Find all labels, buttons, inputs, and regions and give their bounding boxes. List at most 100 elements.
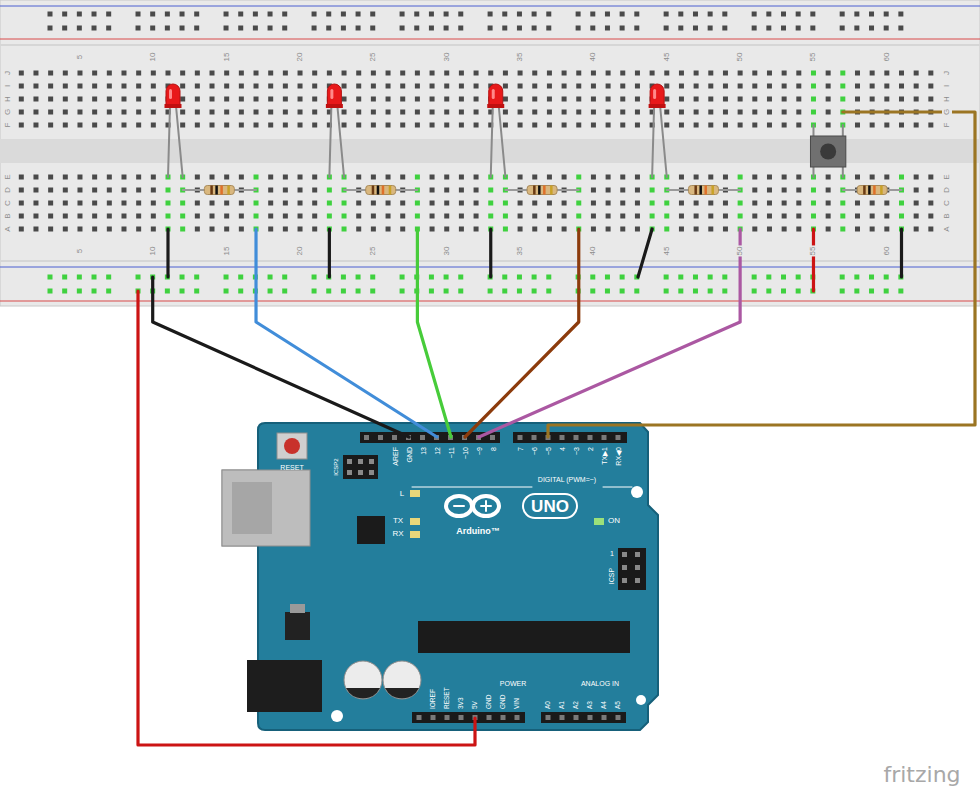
breadboard-hole	[782, 97, 787, 102]
breadboard-hole	[928, 84, 933, 89]
column-number: 45	[662, 52, 672, 63]
breadboard-hole	[312, 214, 317, 219]
breadboard-hole	[298, 188, 303, 193]
breadboard-hole	[400, 123, 405, 128]
breadboard-hole	[268, 12, 273, 17]
push-button-cap	[820, 144, 836, 160]
breadboard-hole	[518, 71, 523, 76]
breadboard-hole	[107, 97, 112, 102]
breadboard-hole	[782, 175, 787, 180]
breadboard-hole	[854, 289, 859, 294]
breadboard-hole	[884, 71, 889, 76]
breadboard-hole	[48, 97, 53, 102]
breadboard-hole	[635, 84, 640, 89]
breadboard-hole	[766, 275, 771, 280]
breadboard-hole	[723, 175, 728, 180]
breadboard-hole	[928, 214, 933, 219]
breadboard-hole	[664, 275, 669, 280]
breadboard-hole	[180, 227, 185, 232]
breadboard-hole	[899, 175, 904, 180]
pin-name: 2	[587, 447, 594, 451]
pin-name: 12	[434, 447, 441, 455]
breadboard-hole	[635, 201, 640, 206]
breadboard-hole	[576, 12, 581, 17]
breadboard-hole	[400, 110, 405, 115]
breadboard-hole	[415, 175, 420, 180]
breadboard-hole	[517, 289, 522, 294]
breadboard-hole	[884, 175, 889, 180]
breadboard-hole	[796, 12, 801, 17]
breadboard-hole	[268, 84, 273, 89]
breadboard-hole	[488, 201, 493, 206]
breadboard-hole	[796, 201, 801, 206]
breadboard-hole	[752, 12, 757, 17]
breadboard-hole	[33, 71, 38, 76]
breadboard-hole	[635, 175, 640, 180]
resistor-symbol	[527, 186, 557, 195]
breadboard-hole	[180, 84, 185, 89]
breadboard-hole	[635, 123, 640, 128]
breadboard-hole	[606, 71, 611, 76]
column-number: 30	[442, 52, 452, 63]
breadboard-hole	[136, 214, 141, 219]
breadboard-hole	[415, 201, 420, 206]
breadboard-hole	[782, 123, 787, 128]
pin-name: ~5	[545, 447, 552, 455]
breadboard-hole	[298, 110, 303, 115]
breadboard-hole	[77, 188, 82, 193]
breadboard-hole	[239, 201, 244, 206]
header-pin	[369, 470, 374, 475]
breadboard-hole	[620, 26, 625, 31]
breadboard-hole	[282, 26, 287, 31]
breadboard-hole	[620, 201, 625, 206]
breadboard-hole	[708, 214, 713, 219]
breadboard-hole	[48, 214, 53, 219]
breadboard-hole	[254, 71, 259, 76]
breadboard-hole	[136, 110, 141, 115]
breadboard-hole	[928, 227, 933, 232]
breadboard-hole	[869, 26, 874, 31]
column-number: 15	[222, 52, 232, 63]
breadboard-hole	[884, 97, 889, 102]
resistor-band	[533, 186, 536, 195]
breadboard-hole	[678, 12, 683, 17]
breadboard-hole	[899, 84, 904, 89]
breadboard-hole	[268, 97, 273, 102]
header-pin	[588, 715, 593, 720]
resistor-band	[543, 186, 546, 195]
breadboard-hole	[811, 71, 816, 76]
breadboard-hole	[898, 26, 903, 31]
breadboard-hole	[444, 275, 449, 280]
header-pin	[490, 435, 495, 440]
breadboard-hole	[752, 214, 757, 219]
digital-header	[513, 432, 627, 443]
header-pin	[588, 435, 593, 440]
breadboard-hole	[121, 97, 126, 102]
breadboard-hole	[503, 227, 508, 232]
column-number: 15	[222, 246, 232, 257]
breadboard-hole	[576, 26, 581, 31]
breadboard-hole	[224, 26, 229, 31]
breadboard-hole	[224, 275, 229, 280]
breadboard-hole	[106, 275, 111, 280]
breadboard-hole	[914, 227, 919, 232]
breadboard-hole	[488, 12, 493, 17]
breadboard-hole	[767, 175, 772, 180]
breadboard-hole	[166, 201, 171, 206]
pin-name: A3	[587, 701, 594, 709]
logo-loop	[446, 496, 472, 516]
breadboard-hole	[884, 214, 889, 219]
breadboard-hole	[62, 289, 67, 294]
breadboard-hole	[341, 275, 346, 280]
breadboard-hole	[136, 71, 141, 76]
breadboard-hole	[151, 214, 156, 219]
breadboard-hole	[606, 175, 611, 180]
breadboard-hole	[547, 214, 552, 219]
header-pin	[635, 565, 640, 570]
breadboard-hole	[444, 26, 449, 31]
led-symbol	[489, 84, 503, 106]
breadboard-hole	[298, 227, 303, 232]
breadboard-hole	[312, 110, 317, 115]
breadboard-hole	[430, 84, 435, 89]
breadboard-hole	[136, 188, 141, 193]
